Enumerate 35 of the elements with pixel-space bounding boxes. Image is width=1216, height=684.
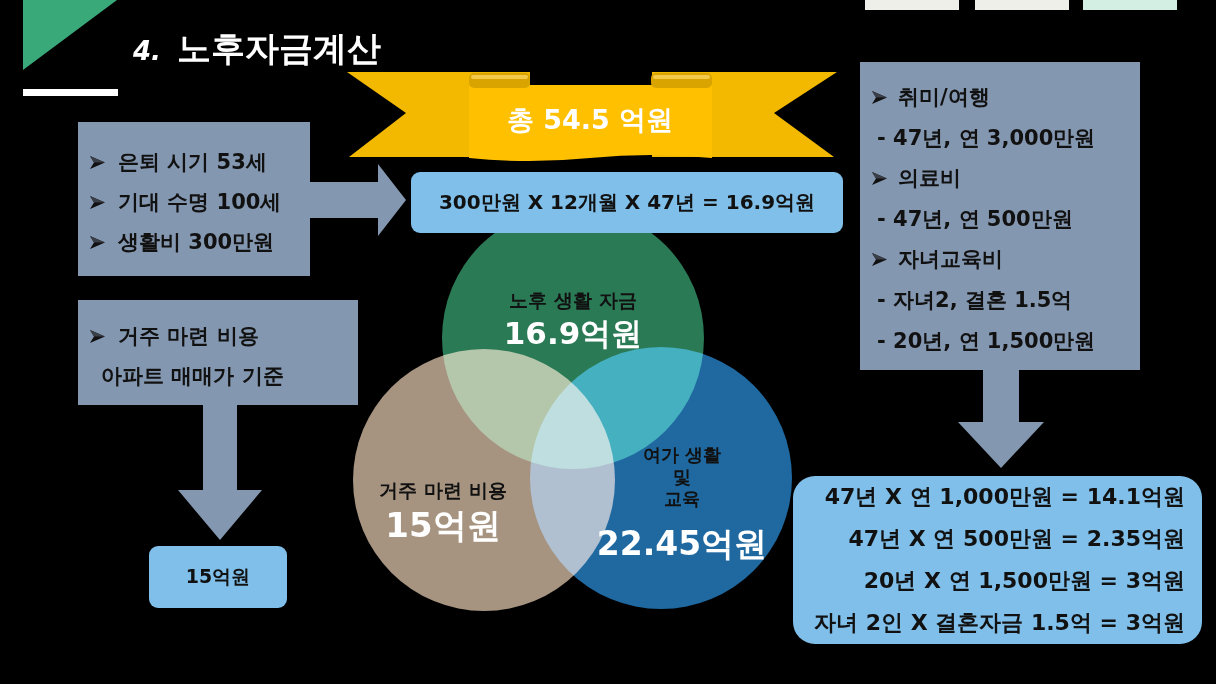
circle-label: 노후 생활 자금 bbox=[509, 288, 637, 313]
info-text: 의료비 bbox=[898, 166, 961, 191]
info-text: - 자녀2, 결혼 1.5억 bbox=[877, 288, 1073, 312]
info-text: - 47년, 연 500만원 bbox=[877, 206, 1073, 231]
slide-title: 4. 노후자금계산 bbox=[133, 27, 381, 70]
info-text: 취미/여행 bbox=[898, 85, 990, 109]
info-box bbox=[78, 300, 358, 405]
formula-box bbox=[411, 172, 843, 233]
info-text: - 47년, 연 3,000만원 bbox=[877, 125, 1096, 150]
result-box bbox=[149, 546, 287, 608]
info-text: 은퇴 시기 53세 bbox=[118, 150, 267, 174]
info-text: 생활비 300만원 bbox=[118, 230, 275, 254]
info-text: 거주 마련 비용 bbox=[118, 324, 259, 348]
info-text: 기대 수명 100세 bbox=[118, 190, 282, 214]
info-text: 아파트 매매가 기준 bbox=[101, 364, 284, 388]
info-box bbox=[860, 62, 1140, 370]
formula-text: 47년 X 연 500만원 = 2.35억원 bbox=[848, 526, 1185, 551]
result-text: 15억원 bbox=[185, 564, 251, 589]
block-arrow bbox=[178, 405, 262, 540]
info-box bbox=[78, 122, 310, 276]
circle-amount: 22.45억원 bbox=[596, 523, 768, 565]
formula-text: 300만원 X 12개월 X 47년 = 16.9억원 bbox=[438, 189, 816, 216]
formula-text: 47년 X 연 1,000만원 = 14.1억원 bbox=[824, 484, 1185, 509]
circle-amount: 15억원 bbox=[385, 504, 501, 547]
banner-label: 총 54.5 억원 bbox=[506, 103, 674, 137]
info-text: - 20년, 연 1,500만원 bbox=[877, 328, 1096, 353]
info-text: 자녀교육비 bbox=[898, 247, 1003, 272]
formula-text: 20년 X 연 1,500만원 = 3억원 bbox=[863, 568, 1185, 593]
formula-text: 자녀 2인 X 결혼자금 1.5억 = 3억원 bbox=[814, 610, 1185, 635]
circle-label: 여가 생활 및 교육 bbox=[642, 444, 722, 510]
block-arrow bbox=[958, 370, 1044, 468]
circle-label: 거주 마련 비용 bbox=[379, 478, 507, 503]
circle-amount: 16.9억원 bbox=[503, 314, 643, 353]
block-arrow bbox=[310, 164, 406, 236]
result-box bbox=[793, 476, 1202, 644]
